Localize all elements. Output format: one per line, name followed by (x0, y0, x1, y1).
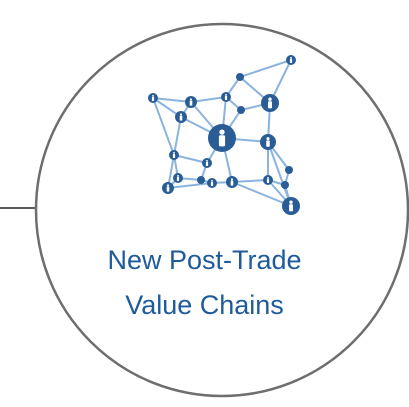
network-edge (152, 97, 192, 103)
person-node-icon (173, 173, 183, 183)
person-node-icon (148, 93, 158, 103)
network-edge (173, 154, 208, 164)
person-node-icon (237, 106, 245, 114)
person-node-icon (175, 111, 187, 123)
person-node-icon (281, 181, 289, 189)
person-node-icon (282, 197, 300, 215)
badge-circle (34, 22, 409, 398)
person-node-icon (169, 150, 179, 160)
title-line-2: Value Chains (125, 290, 284, 320)
person-node-icon (208, 124, 236, 152)
person-node-icon (207, 178, 217, 188)
network-edge (167, 182, 213, 189)
person-node-icon (197, 176, 205, 184)
network-edge (231, 179, 269, 183)
person-node-icon (285, 166, 293, 174)
network-edge (231, 181, 292, 207)
person-node-icon (162, 182, 174, 194)
title-line-1: New Post-Trade (107, 245, 302, 275)
person-node-icon (185, 96, 197, 108)
person-node-icon (236, 73, 244, 81)
person-node-icon (260, 134, 276, 150)
person-node-icon (226, 176, 238, 188)
person-node-icon (221, 92, 231, 102)
person-node-icon (202, 158, 212, 168)
network-edge (173, 116, 182, 156)
person-node-icon (286, 55, 296, 65)
person-node-icon (263, 175, 273, 185)
network-edge (267, 141, 292, 207)
network-edge (239, 59, 292, 78)
network-edge (152, 97, 175, 156)
network-of-people-icon (148, 55, 300, 215)
person-node-icon (261, 94, 279, 112)
